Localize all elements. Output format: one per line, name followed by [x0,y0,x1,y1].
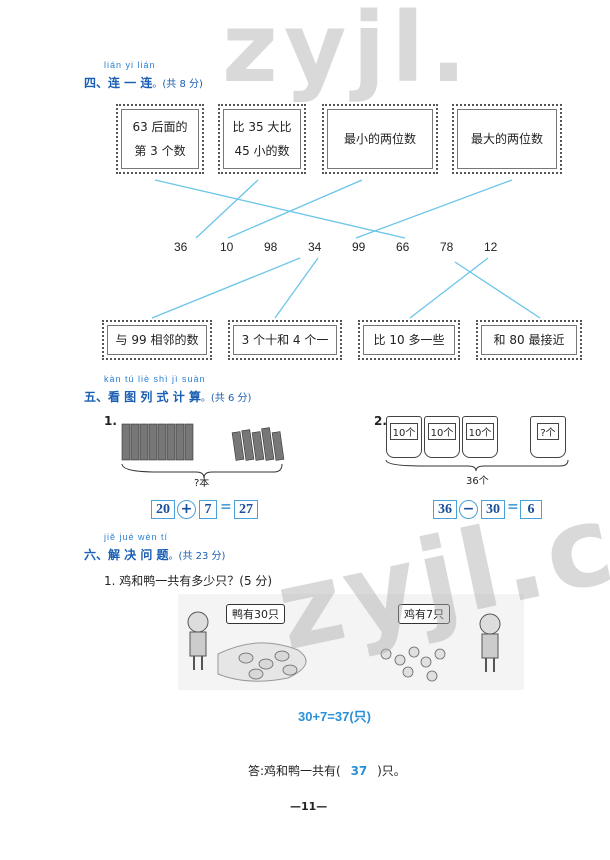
line1: 比 35 大比 [232,120,292,134]
number-12[interactable]: 12 [484,240,498,254]
match-top-box-4[interactable]: 最大的两位数 [452,104,562,174]
box-inner-border [233,325,337,355]
match-bottom-box-4[interactable]: 和 80 最接近 [476,320,582,360]
q2-answer-b[interactable]: 30 [481,500,505,519]
section4-title: 四、连 一 连。(共 8 分) [84,74,203,91]
match-bottom-box-2[interactable]: 3 个十和 4 个一 [228,320,342,360]
match-top-box-2[interactable]: 比 35 大比 45 小的数 [218,104,306,174]
match-top-box-2-label: 比 35 大比 45 小的数 [233,115,292,163]
q2-total-label: 36个 [466,476,489,487]
q1-question-label: ?本 [194,478,210,489]
section6-pinyin: jiě jué wèn tí [104,532,169,542]
match-bottom-box-1[interactable]: 与 99 相邻的数 [102,320,212,360]
speech-bubble-left: 鸭有30只 [226,604,285,624]
match-bottom-box-4-label: 和 80 最接近 [493,333,565,347]
line-box3-10 [227,179,363,239]
box-inner-border [121,109,199,169]
cup-2-label: 10个 [427,423,457,440]
box-inner-border [107,325,207,355]
match-lines [151,179,541,319]
match-top-box-4-label: 最大的两位数 [470,132,543,146]
cup-3-label: 10个 [465,423,495,440]
line-box4-99 [355,179,513,239]
section4-pinyin: lián yi lián [104,60,156,70]
page-number: —11— [290,800,328,813]
q1-equals: = [220,499,232,515]
box-inner-border [363,325,455,355]
section6-score: 。(共 23 分) [168,551,226,562]
section5-title: 五、看 图 列 式 计 算。(共 6 分) [84,388,251,405]
q1-answer-a[interactable]: 20 [151,500,175,519]
cup-1: 10个 [386,416,422,458]
answer-prefix: 答:鸡和鸭一共有( [248,764,341,778]
answer-value[interactable]: 37 [350,764,368,778]
books-illustration [121,423,285,479]
q1-number: 1. [104,414,117,428]
line-78-box8 [454,261,541,319]
q2-brace [385,459,569,472]
chicken-duck-illustration [178,594,524,690]
q1-answer-result[interactable]: 27 [234,500,258,519]
match-top-box-1-label: 63 后面的第 3 个数 [132,115,187,163]
section5-title-text: 五、看 图 列 式 计 算 [84,390,201,404]
q2-equals: = [507,499,519,515]
number-36[interactable]: 36 [174,240,188,254]
cup-unknown-label: ?个 [537,423,559,440]
match-top-box-3[interactable]: 最小的两位数 [322,104,438,174]
section4-score: 。(共 8 分) [152,79,203,90]
section6-q1-answer-line: 答:鸡和鸭一共有( 37 )只。 [248,762,406,779]
cup-1-label: 10个 [389,423,419,440]
q2-answer-operator[interactable]: − [459,500,478,519]
match-bottom-box-2-label: 3 个十和 4 个一 [241,333,329,347]
number-66[interactable]: 66 [396,240,410,254]
line-12-box7 [409,257,489,319]
match-bottom-box-3[interactable]: 比 10 多一些 [358,320,460,360]
answer-suffix: )只。 [377,764,406,778]
cup-unknown: ?个 [530,416,566,458]
number-34[interactable]: 34 [308,240,322,254]
q2-number: 2. [374,414,387,428]
section6-q1-text: 1. 鸡和鸭一共有多少只？(5 分) [104,574,273,588]
line-box1-66 [154,179,406,239]
q1-answer-operator[interactable]: + [177,500,196,519]
match-bottom-box-3-label: 比 10 多一些 [373,333,445,347]
q2-answer-a[interactable]: 36 [433,500,457,519]
match-top-box-1[interactable]: 63 后面的第 3 个数 [116,104,204,174]
number-98[interactable]: 98 [264,240,278,254]
number-10[interactable]: 10 [220,240,234,254]
line2: 45 小的数 [234,144,290,158]
section4-title-text: 四、连 一 连 [84,76,153,90]
box-inner-border [223,109,301,169]
section5-score: 。(共 6 分) [200,393,252,404]
line-box2-36 [195,179,259,239]
section6-title-text: 六、解 决 问 题 [84,548,169,562]
box-inner-border [457,109,557,169]
section5-pinyin: kàn tú liè shì jì suàn [104,374,206,384]
box-inner-border [327,109,433,169]
speech-bubble-right: 鸡有7只 [398,604,450,624]
line1: 63 后面的 [132,120,188,134]
line-34-box6 [274,257,319,319]
match-top-box-3-label: 最小的两位数 [343,132,416,146]
number-99[interactable]: 99 [352,240,366,254]
cup-2: 10个 [424,416,460,458]
box-inner-border [481,325,577,355]
q2-answer-result[interactable]: 6 [520,500,542,519]
match-bottom-box-1-label: 与 99 相邻的数 [115,333,199,347]
section6-q1-equation[interactable]: 30+7=37(只) [298,709,371,724]
cup-3: 10个 [462,416,498,458]
number-78[interactable]: 78 [440,240,454,254]
q1-answer-b[interactable]: 7 [199,500,217,519]
line-98-box5 [151,257,301,319]
line2: 第 3 个数 [134,144,186,158]
section6-title: 六、解 决 问 题。(共 23 分) [84,546,225,563]
